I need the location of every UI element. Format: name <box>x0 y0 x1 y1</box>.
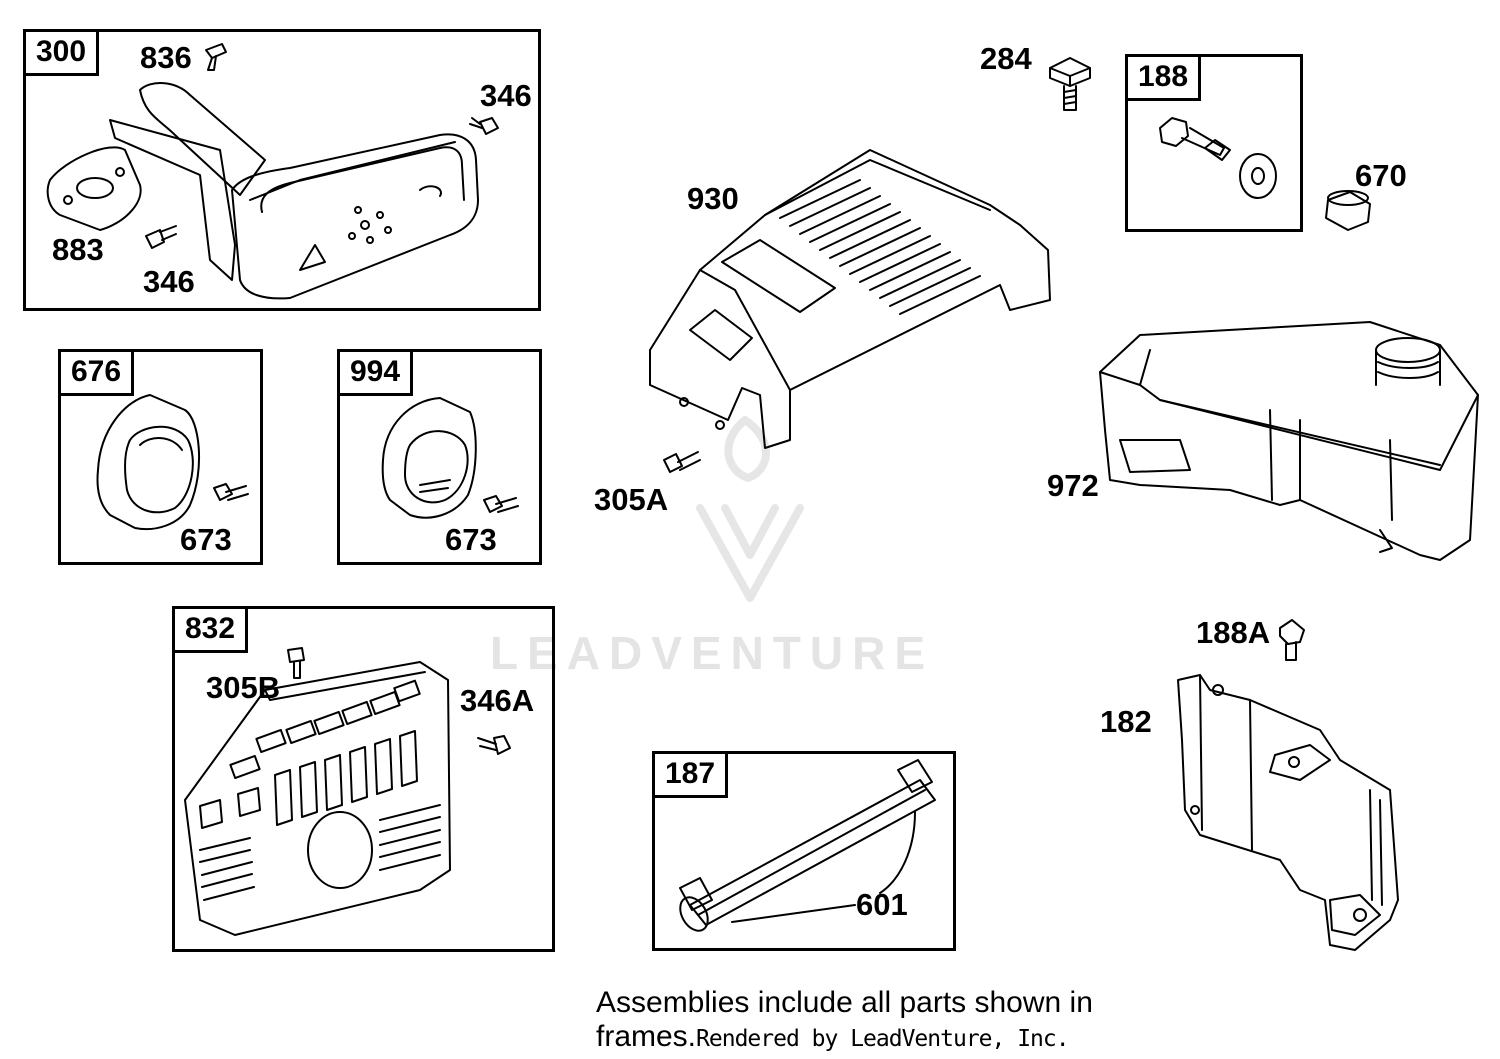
screw-188A-drawing <box>1279 619 1305 661</box>
callout-346-bottom: 346 <box>143 264 195 299</box>
frame-label-676: 676 <box>58 349 135 396</box>
flange-676-drawing <box>96 394 249 531</box>
heat-shield-drawing <box>184 661 451 936</box>
footer-note-frames: frames. <box>596 1020 697 1053</box>
callout-673-left: 673 <box>180 522 232 557</box>
callout-284: 284 <box>980 41 1032 76</box>
frame-label-832: 832 <box>172 606 249 653</box>
frame-187: 187 <box>652 751 956 951</box>
callout-305B: 305B <box>206 670 281 705</box>
flange-994-drawing <box>381 397 519 519</box>
bolt-284-drawing <box>1049 57 1091 111</box>
watermark-logo <box>696 416 804 602</box>
callout-188A: 188A <box>1196 615 1271 650</box>
frame-994: 994 <box>337 349 542 565</box>
callout-972: 972 <box>1047 468 1099 503</box>
bolt-188-drawing <box>1159 117 1277 199</box>
watermark-text: LEADVENTURE <box>490 627 935 679</box>
screw-305A <box>663 451 701 473</box>
screw-346-bottom <box>145 225 177 249</box>
frame-300: 300 <box>23 29 541 311</box>
blower-housing-drawing <box>649 149 1051 449</box>
footer-note-line2: frames.Rendered by LeadVenture, Inc. <box>596 1020 1070 1054</box>
screw-836 <box>205 43 227 71</box>
callout-346A: 346A <box>460 683 535 718</box>
callout-670: 670 <box>1355 158 1407 193</box>
callout-930: 930 <box>687 181 739 216</box>
screw-346A <box>477 735 511 755</box>
frame-label-188: 188 <box>1125 54 1202 101</box>
screw-346-top <box>469 117 499 135</box>
callout-883: 883 <box>52 232 104 267</box>
render-credit: Rendered by LeadVenture, Inc. <box>696 1026 1070 1052</box>
callout-601: 601 <box>856 887 908 922</box>
bracket-182-drawing <box>1177 674 1399 951</box>
callout-182: 182 <box>1100 704 1152 739</box>
frame-832: 832 <box>172 606 555 952</box>
frame-label-187: 187 <box>652 751 729 798</box>
fuel-tank-drawing <box>1099 321 1479 561</box>
frame-label-994: 994 <box>337 349 414 396</box>
fuel-line-drawing <box>679 759 936 932</box>
gasket-drawing <box>46 146 142 231</box>
callout-836: 836 <box>140 40 192 75</box>
footer-note-line1: Assemblies include all parts shown in <box>596 986 1093 1019</box>
frame-label-300: 300 <box>23 29 100 76</box>
callout-673-right: 673 <box>445 522 497 557</box>
frame-188: 188 <box>1125 54 1303 232</box>
callout-305A: 305A <box>594 482 669 517</box>
frame-676: 676 <box>58 349 263 565</box>
muffler-drawing <box>109 82 479 300</box>
callout-346-top: 346 <box>480 78 532 113</box>
spacer-670-drawing <box>1325 190 1371 231</box>
screw-305B <box>287 647 305 679</box>
